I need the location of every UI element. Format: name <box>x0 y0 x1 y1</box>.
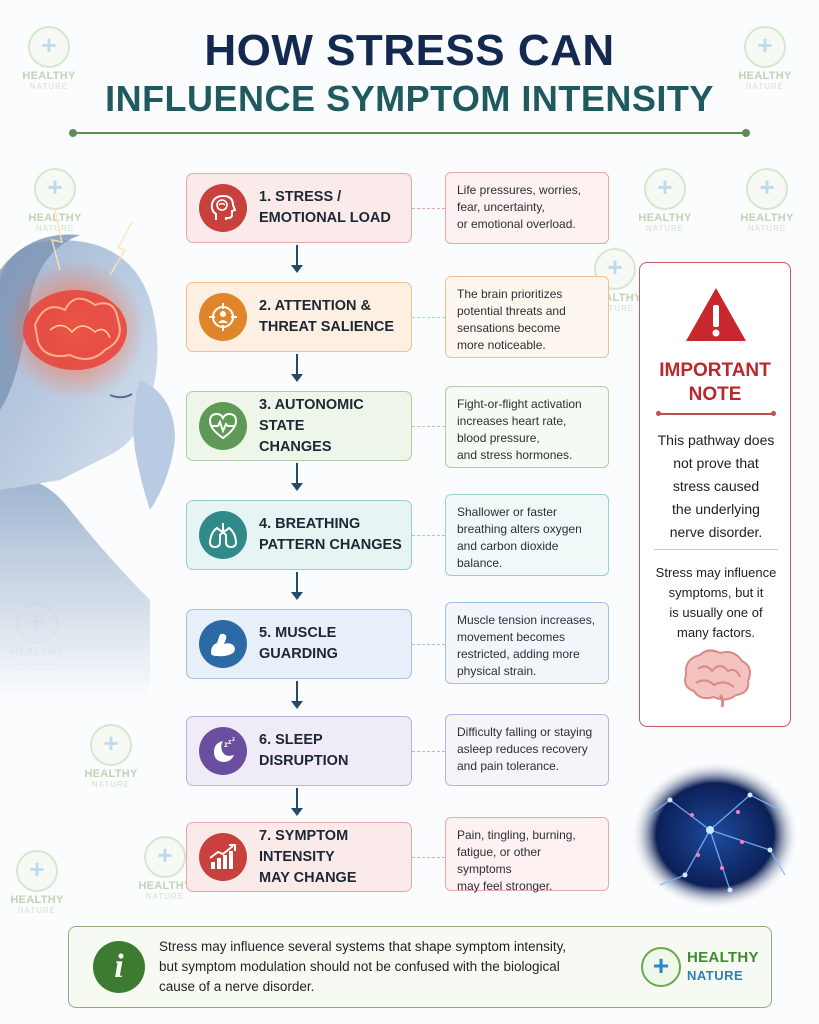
leaf-cross-icon <box>746 168 788 210</box>
step-description: Life pressures, worries, fear, uncertain… <box>445 172 609 244</box>
step-label: 2. ATTENTION & THREAT SALIENCE <box>259 298 395 335</box>
leaf-cross-icon <box>16 850 58 892</box>
step-description: Pain, tingling, burning, fatigue, or oth… <box>445 817 609 893</box>
title-divider <box>69 129 750 137</box>
watermark-logo: HEALTHY NATURE <box>4 26 94 91</box>
connector-line <box>412 857 445 858</box>
info-icon: i <box>93 941 145 993</box>
stressed-person-illustration <box>0 180 200 700</box>
step-description: Shallower or faster breathing alters oxy… <box>445 494 609 576</box>
step-2: 2. ATTENTION & THREAT SALIENCE <box>186 282 412 352</box>
target-person-icon <box>199 293 247 341</box>
step-5: 5. MUSCLE GUARDING <box>186 609 412 679</box>
footer-text: Stress may influence several systems tha… <box>159 939 567 994</box>
warning-icon <box>686 288 746 341</box>
muscle-arm-icon <box>199 620 247 668</box>
step-label: 7. SYMPTOM INTENSITY MAY CHANGE <box>259 827 357 886</box>
connector-line <box>412 751 445 752</box>
connector-line <box>412 426 445 427</box>
title-line-2: INFLUENCE SYMPTOM INTENSITY <box>105 78 714 119</box>
step-label: 6. SLEEP DISRUPTION <box>259 732 349 769</box>
watermark-logo: HEALTHY NATURE <box>0 850 82 915</box>
flow-arrow-down <box>291 463 303 491</box>
step-label: 3. AUTONOMIC STATE CHANGES <box>259 396 364 455</box>
watermark-logo: HEALTHY NATURE <box>720 26 810 91</box>
flow-arrow-down <box>291 681 303 709</box>
watermark-logo: HEALTHY NATURE <box>120 836 210 901</box>
footer-info-box: i Stress may influence several systems t… <box>68 926 772 1008</box>
flow-arrow-down <box>291 572 303 600</box>
neuron-network-illustration <box>631 761 799 909</box>
svg-text:z: z <box>228 739 232 746</box>
leaf-cross-icon <box>34 168 76 210</box>
title-line-1: HOW STRESS CAN <box>204 26 615 75</box>
step-label: 5. MUSCLE GUARDING <box>259 625 338 662</box>
leaf-cross-icon <box>90 724 132 766</box>
step-label: 4. BREATHING PATTERN CHANGES <box>259 516 402 553</box>
step-7: 7. SYMPTOM INTENSITY MAY CHANGE <box>186 822 412 892</box>
step-description: The brain prioritizes potential threats … <box>445 276 609 358</box>
flow-arrow-down <box>291 354 303 382</box>
step-description: Fight-or-flight activation increases hea… <box>445 386 609 468</box>
note-paragraph-1: This pathway does not prove that stress … <box>657 432 775 540</box>
lungs-icon <box>199 511 247 559</box>
heartbeat-icon <box>199 402 247 450</box>
step-4: 4. BREATHING PATTERN CHANGES <box>186 500 412 570</box>
note-divider-2 <box>654 549 778 550</box>
note-divider <box>656 411 776 416</box>
head-brain-icon <box>199 184 247 232</box>
leaf-cross-icon <box>28 26 70 68</box>
connector-line <box>412 208 445 209</box>
note-paragraph-2: Stress may influence symptoms, but it is… <box>655 565 777 640</box>
flow-arrow-down <box>291 245 303 273</box>
leaf-cross-icon <box>644 168 686 210</box>
leaf-cross-icon <box>744 26 786 68</box>
brain-icon <box>684 649 751 707</box>
connector-line <box>412 317 445 318</box>
connector-line <box>412 535 445 536</box>
step-1: 1. STRESS / EMOTIONAL LOAD <box>186 173 412 243</box>
watermark-logo: HEALTHY NATURE <box>66 724 156 789</box>
brand-logo: HEALTHY NATURE <box>641 947 765 989</box>
step-label: 1. STRESS / EMOTIONAL LOAD <box>259 189 391 226</box>
step-description: Muscle tension increases, movement becom… <box>445 602 609 684</box>
important-note-panel: IMPORTANT NOTE This pathway does not pro… <box>639 262 791 727</box>
svg-text:z: z <box>232 737 235 743</box>
leaf-cross-icon <box>641 947 681 987</box>
step-description: Difficulty falling or staying asleep red… <box>445 714 609 786</box>
step-3: 3. AUTONOMIC STATE CHANGES <box>186 391 412 461</box>
watermark-logo: HEALTHY NATURE <box>620 168 710 233</box>
svg-text:z: z <box>224 740 228 749</box>
connector-line <box>412 644 445 645</box>
note-title: IMPORTANT NOTE <box>659 360 771 405</box>
brand-name: HEALTHY <box>687 949 759 966</box>
watermark-logo: HEALTHY NATURE <box>10 168 100 233</box>
flow-arrow-down <box>291 788 303 816</box>
watermark-logo: HEALTHY NATURE <box>722 168 812 233</box>
brand-subname: NATURE <box>687 968 744 983</box>
leaf-cross-icon <box>144 836 186 878</box>
rising-chart-icon <box>199 833 247 881</box>
